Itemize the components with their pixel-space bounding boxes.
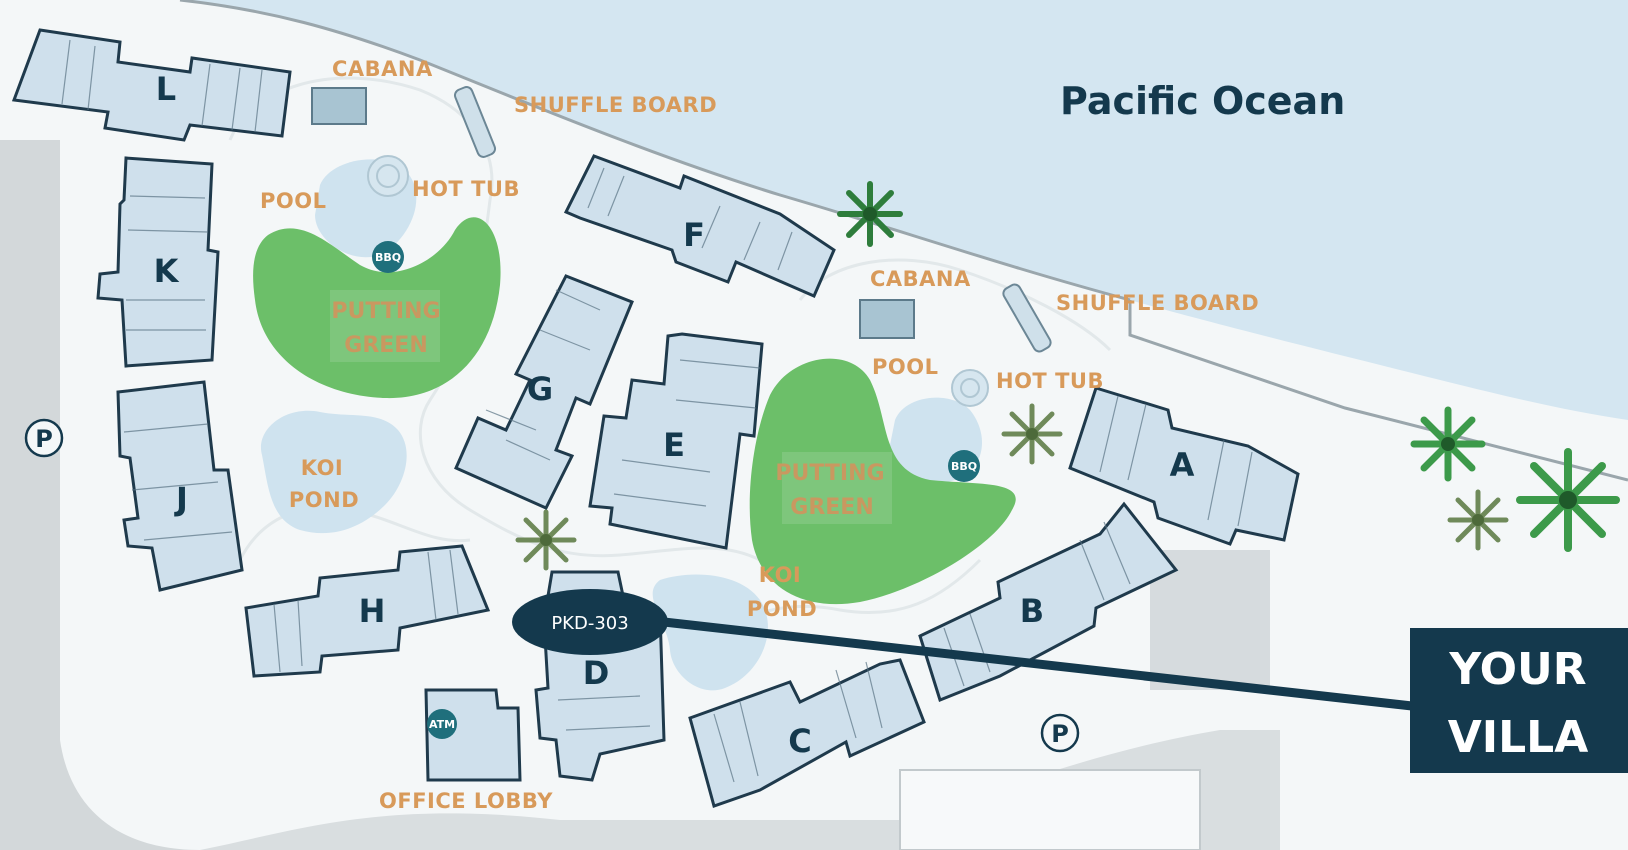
building-g[interactable]: G [454,274,634,510]
building-label-k: K [154,252,180,290]
hot-tub-south-icon [951,369,989,407]
putting-green-north-label-2: GREEN [344,333,427,358]
building-j[interactable]: J [116,380,244,592]
building-label-f: F [683,216,705,254]
building-a[interactable]: A [1068,386,1300,546]
palm-tree-icon [1516,448,1620,552]
hot-tub-south-label: HOT TUB [996,369,1104,393]
shoreline [179,0,1131,302]
palm-tree-icon [515,509,577,571]
your-villa-line-2: VILLA [1448,712,1589,763]
your-villa-line-1: YOUR [1448,644,1586,695]
bbq-south-badge [948,450,980,482]
putting-green-south-label-2: GREEN [790,495,873,520]
shuffle-board-north-label: SHUFFLE BOARD [514,93,717,117]
palm-tree-icon [1447,489,1509,551]
koi-pond-north-label-2: POND [289,488,359,512]
cabana-south-label: CABANA [870,267,971,291]
parking-icon: P [24,418,64,458]
walkway [798,258,1112,352]
parking-label: P [1051,720,1069,748]
building-b[interactable]: B [918,501,1179,702]
pool-south-label: POOL [872,355,938,379]
building-l[interactable]: L [11,28,292,142]
putting-green-label-bg [330,290,440,362]
building-label-h: H [359,592,386,630]
building-label-j: J [174,480,188,518]
koi-pond-south [652,574,768,691]
parking-label: P [35,425,53,453]
atm-badge [427,709,457,739]
koi-pond-south-label-2: POND [747,597,817,621]
shuffle-board-north [453,86,497,158]
building-k[interactable]: K [96,156,220,368]
koi-pond-north-label-1: KOI [301,456,344,480]
putting-green-label-bg [782,452,892,524]
bbq-north-label: BBQ [375,251,401,264]
building-label-d: D [583,654,610,692]
shuffle-board-south [1002,283,1052,353]
building-f[interactable]: F [563,154,836,298]
palm-tree-icon [837,181,903,247]
ocean [180,0,1628,420]
shuffle-board-south-label: SHUFFLE BOARD [1056,291,1259,315]
building-label-g: G [527,370,553,408]
building-label-a: A [1170,446,1195,484]
road-west [0,140,200,850]
parking-icon: P [1040,713,1080,753]
property-line [1128,300,1628,482]
building-label-c: C [788,722,811,760]
villa-pointer-line [663,617,1413,711]
bbq-north-badge [372,241,404,273]
bbq-south-label: BBQ [951,460,977,473]
koi-pond-north [260,410,407,534]
cabana-south [859,299,915,339]
building-c[interactable]: C [688,658,926,808]
cabana-north [311,87,367,125]
parking-lot-south [899,769,1201,850]
ocean-label: Pacific Ocean [1060,79,1345,123]
palm-tree-icon [1410,406,1486,482]
palm-tree-icon [1001,403,1063,465]
hot-tub-north-label: HOT TUB [412,177,520,201]
putting-green-north-label-1: PUTTING [331,299,440,324]
villa-marker[interactable] [512,589,668,655]
villa-marker-label: PKD-303 [551,613,628,634]
atm-label: ATM [429,718,455,731]
your-villa-callout[interactable] [1410,628,1628,773]
building-h[interactable]: H [244,544,491,678]
building-label-e: E [663,426,685,464]
building-label-b: B [1020,592,1044,630]
putting-green-south-label-1: PUTTING [775,461,884,486]
hot-tub-north-icon [367,155,409,197]
pool-north-label: POOL [260,189,326,213]
cabana-north-label: CABANA [332,57,433,81]
building-label-l: L [156,70,176,108]
koi-pond-south-label-1: KOI [759,563,802,587]
building-e[interactable]: E [588,332,764,550]
office-lobby-label: OFFICE LOBBY [379,789,553,813]
